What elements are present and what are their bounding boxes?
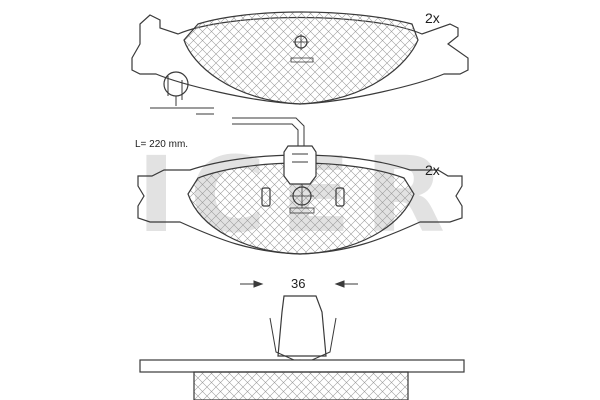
wear-sensor-connector [283, 145, 317, 185]
top-code-mark [290, 57, 314, 63]
dimension-line [240, 280, 358, 288]
sensor-length-label: L= 220 mm. [135, 139, 189, 150]
bottom-pad-quantity: 2x [425, 162, 440, 178]
side-backing-plate [139, 359, 465, 373]
side-clip [277, 295, 327, 357]
bottom-pad-view [137, 145, 463, 255]
side-friction-block [193, 371, 409, 400]
side-view [139, 295, 465, 400]
left-slot [261, 187, 271, 207]
right-slot [335, 187, 345, 207]
sensor-wire [232, 117, 305, 146]
top-pad-quantity: 2x [425, 10, 440, 26]
top-pad-view [131, 11, 469, 146]
width-dimension-value: 36 [291, 276, 306, 291]
bottom-code-mark [289, 207, 315, 214]
